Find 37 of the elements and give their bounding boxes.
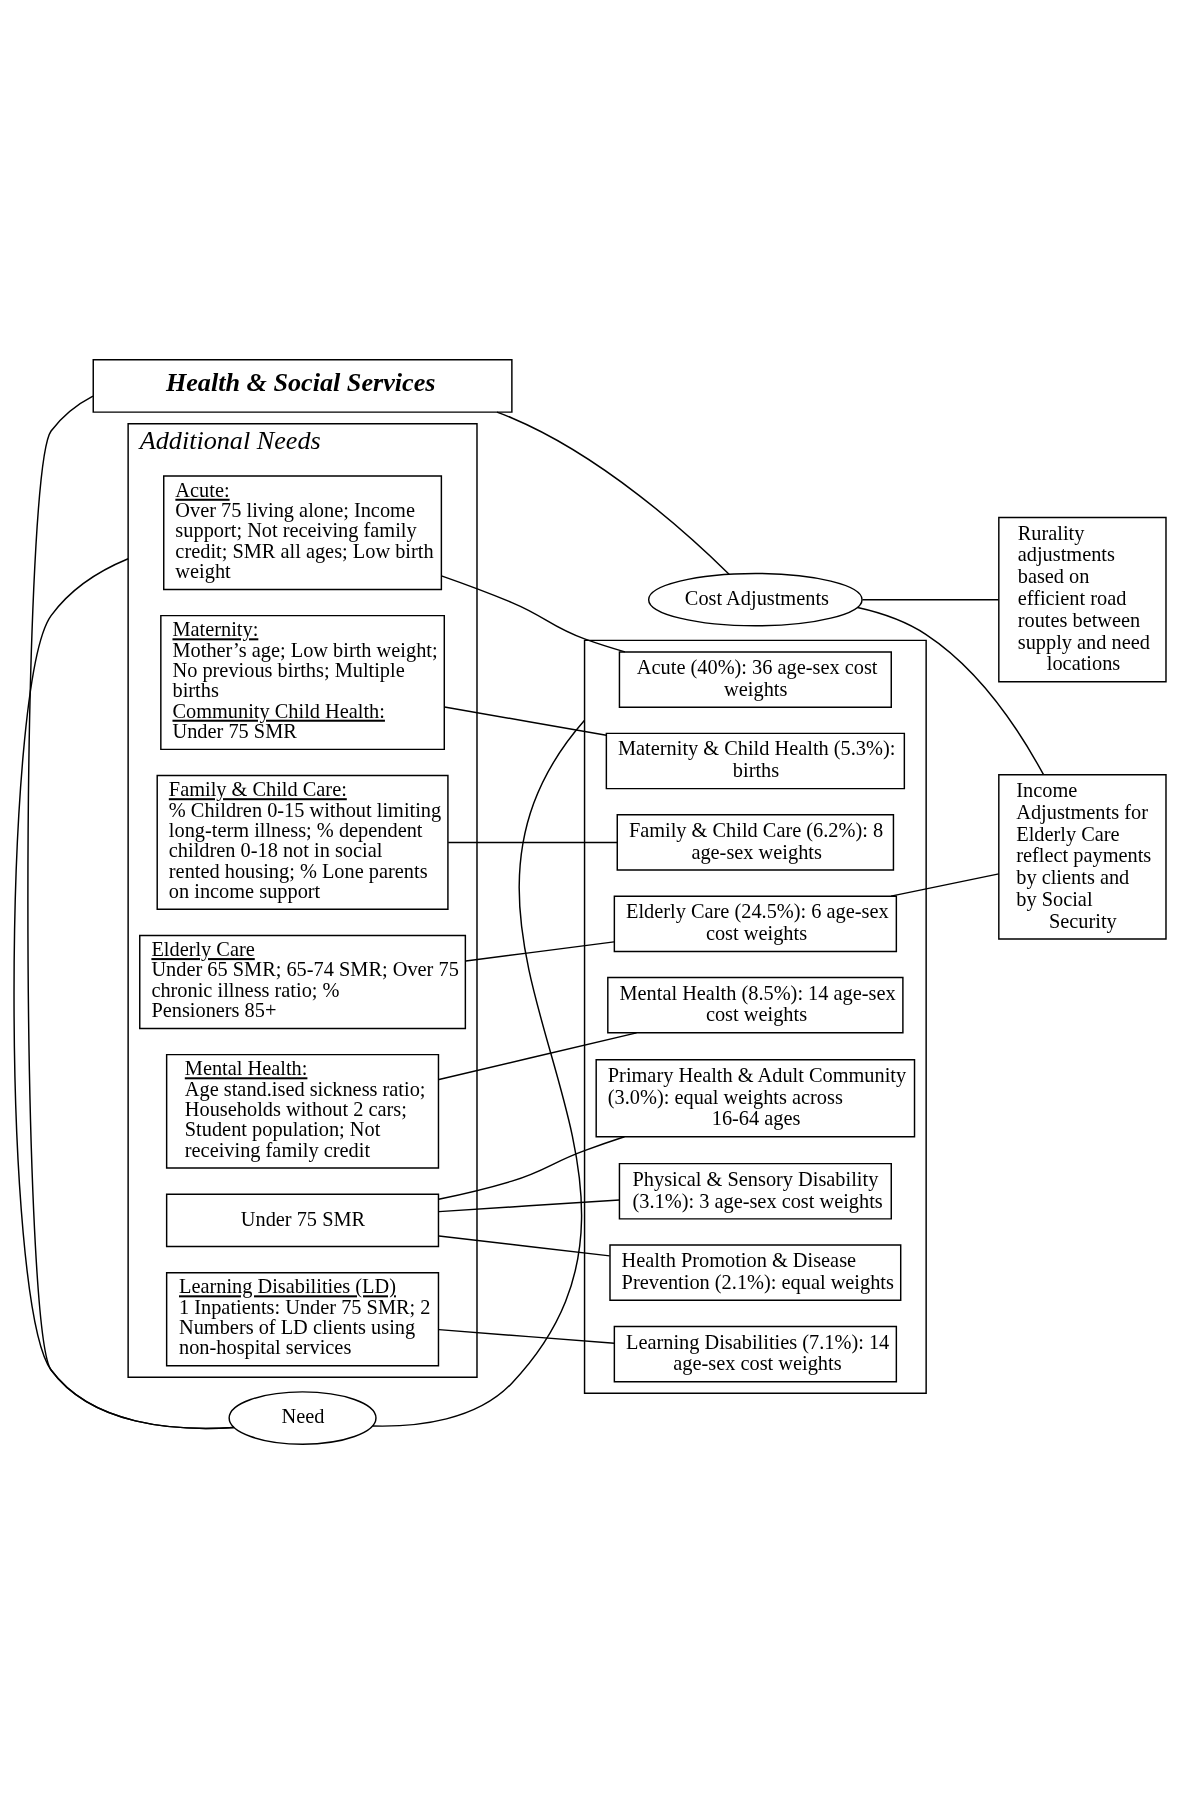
- node-box: Rurality adjustments based on efficient road routes between supply and need locations: [998, 516, 1167, 682]
- connector: [447, 841, 618, 843]
- node-box: Learning Disabilities (7.1%): 14 age-sex cost weights: [613, 1325, 898, 1382]
- node-box: Acute: Over 75 living alone; Income support; Not receiving family credit; SMR all ages; Low birth weight: [163, 474, 443, 590]
- node-box: Elderly Care (24.5%): 6 age-sex cost weights: [613, 894, 898, 952]
- node-box: Health Promotion & Disease Prevention (2.1%): equal weights: [609, 1243, 902, 1301]
- node-ellipse: Need: [228, 1390, 377, 1445]
- node-box: Primary Health & Adult Community (3.0%): equal weights across 16-64 ages: [595, 1058, 916, 1137]
- node-box: Health & Social Services: [92, 358, 513, 413]
- connector: [861, 598, 1000, 600]
- node-box: Mental Health (8.5%): 14 age-sex cost weights: [607, 976, 904, 1034]
- node-box: Learning Disabilities (LD) 1 Inpatients: Under 75 SMR; 2 Numbers of LD clients using non-hospital services: [165, 1271, 440, 1366]
- node-box: Maternity: Mother’s age; Low birth weight; No previous births; Multiple births Community Child Health: Under 75 SMR: [160, 614, 445, 750]
- node-box: Family & Child Care: % Children 0-15 without limiting long-term illness; % dependent children 0-18 not in social rented housing; % Lone parents on income support: [156, 774, 449, 910]
- connector: [371, 719, 586, 1427]
- connector: [13, 557, 235, 1429]
- connector: [496, 410, 730, 575]
- node-box: Family & Child Care (6.2%): 8 age-sex weights: [616, 813, 895, 871]
- node-box: Under 75 SMR: [165, 1192, 440, 1247]
- node-box: Physical & Sensory Disability (3.1%): 3 age-sex cost weights: [618, 1162, 892, 1220]
- connector: [465, 940, 615, 962]
- connector: [438, 1234, 611, 1257]
- connector: [443, 705, 608, 736]
- connector: [438, 1031, 638, 1080]
- node-box: Elderly Care Under 65 SMR; 65-74 SMR; Over 75 chronic illness ratio; % Pensioners 85+: [139, 934, 467, 1029]
- node-box: Acute (40%): 36 age-sex cost weights: [618, 650, 892, 708]
- connector: [438, 1328, 616, 1344]
- node-box: Mental Health: Age stand.ised sickness ratio; Households without 2 cars; Student population; Not receiving family credit: [165, 1053, 440, 1169]
- connector: [856, 606, 1045, 775]
- connector: [438, 1198, 621, 1212]
- cluster: [583, 639, 927, 1394]
- node-ellipse: Cost Adjustments: [647, 572, 863, 627]
- node-box: Maternity & Child Health (5.3%): births: [605, 732, 906, 789]
- connector: [890, 872, 1000, 897]
- connector: [440, 574, 626, 653]
- connector: [437, 1135, 626, 1200]
- node-box: Income Adjustments for Elderly Care reflect payments by clients and by Social Security: [998, 773, 1167, 940]
